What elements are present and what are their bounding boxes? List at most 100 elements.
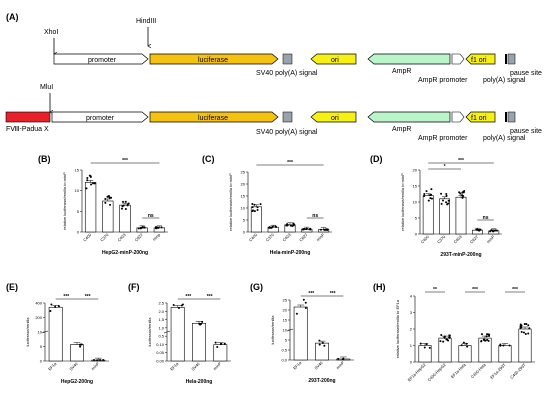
bar (192, 322, 206, 362)
data-point (461, 196, 464, 199)
data-point (90, 183, 93, 186)
data-point (525, 322, 528, 325)
data-point (251, 203, 254, 206)
promoter-arrow (53, 53, 149, 65)
data-point (289, 224, 292, 227)
sig-label: *** (207, 294, 213, 300)
x-tick-label: EF1a-293T (489, 362, 507, 380)
data-point (253, 210, 256, 213)
data-point (462, 341, 465, 344)
data-point (479, 228, 482, 231)
plasmid-map-row2: MluI FⅧ-Padua X promoter luciferase SV40… (5, 84, 542, 142)
chart-title: Hela-200ng (186, 379, 213, 385)
data-point (160, 226, 163, 229)
pause-site-bar (505, 54, 507, 64)
data-point (124, 208, 127, 211)
y-axis-label: relative luciferase/renilla to minP (228, 173, 233, 231)
panel-label-f: (F) (128, 282, 140, 292)
data-point (524, 332, 527, 335)
data-point (251, 206, 254, 209)
axis-break (286, 328, 294, 332)
fviii-box (5, 111, 51, 123)
y-tick-label: 5 (40, 344, 43, 349)
panel-label-c: (C) (202, 154, 215, 164)
chart-title: HepG2-minP-200ng (102, 250, 148, 256)
x-tick-label: C627 (134, 232, 145, 243)
y-tick-label: 20 (283, 308, 288, 313)
bar (70, 344, 84, 362)
x-tick-label: C627 (298, 232, 309, 243)
data-point (325, 228, 328, 231)
data-point (459, 192, 462, 195)
y-tick-label: 10 (241, 206, 246, 211)
x-tick-label: EF1a (47, 361, 58, 372)
y-tick-label: 200 (35, 315, 42, 320)
data-point (305, 228, 308, 231)
x-tick-label: C627 (469, 234, 480, 245)
data-point (220, 342, 223, 345)
data-point (286, 223, 289, 226)
y-tick-label: 0.00 (156, 359, 165, 364)
y-axis-label: relative luciferase/renilla to minP (62, 172, 67, 230)
data-point (499, 343, 502, 346)
data-point (199, 323, 202, 326)
data-point (508, 344, 511, 347)
data-point (427, 199, 430, 202)
data-point (89, 175, 92, 178)
ori-label: ori (331, 57, 339, 64)
x-tick-label: C403 (452, 234, 463, 245)
data-point (486, 333, 489, 336)
panel-label-e: (E) (6, 282, 18, 292)
data-point (259, 203, 262, 206)
sv40-label: SV40 poly(A) signal (256, 70, 318, 77)
data-point (302, 298, 305, 301)
bar (455, 196, 467, 235)
data-point (495, 229, 498, 232)
data-point (143, 226, 146, 229)
bar (48, 306, 63, 362)
data-point (124, 200, 127, 203)
data-point (442, 199, 445, 202)
y-tick-label: 0.05 (156, 350, 165, 355)
sv40-box-2 (282, 111, 293, 123)
sig-label: *** (330, 291, 336, 297)
x-tick-label: EF1a-HepG2 (406, 362, 427, 383)
x-tick-label: minP (486, 234, 496, 244)
data-point (447, 199, 450, 202)
data-point (445, 192, 448, 195)
data-point (318, 343, 321, 346)
ampr-arrow (367, 53, 451, 65)
sig-label: *** (122, 158, 128, 164)
data-point (488, 333, 491, 336)
y-tick-label: 10 (413, 200, 418, 205)
luciferase-label-2: luciferase (198, 115, 228, 122)
y-tick-label: 0 (77, 230, 80, 235)
data-point (86, 179, 89, 182)
sig-label: ns (148, 213, 154, 219)
data-point (154, 227, 157, 230)
data-point (216, 345, 219, 348)
y-tick-label: 3 (410, 310, 413, 315)
data-point (419, 342, 422, 345)
panel-label-g: (G) (250, 282, 263, 292)
x-tick-label: SV40 (68, 361, 79, 372)
data-point (463, 190, 466, 193)
x-tick-label: C400 (248, 232, 259, 243)
data-point (484, 339, 487, 342)
x-tick-label: EF1a-Hela (450, 362, 468, 380)
data-point (430, 197, 433, 200)
data-point (223, 342, 226, 345)
panel-label-b: (B) (38, 154, 51, 164)
data-point (99, 359, 102, 362)
y-tick-label: 20 (241, 182, 246, 187)
y-tick-label: 400 (35, 301, 42, 306)
data-point (446, 203, 449, 206)
y-tick-label: 0.0 (281, 358, 287, 363)
y-tick-label: 15 (413, 184, 418, 189)
bar (170, 307, 185, 362)
bar (458, 345, 472, 363)
